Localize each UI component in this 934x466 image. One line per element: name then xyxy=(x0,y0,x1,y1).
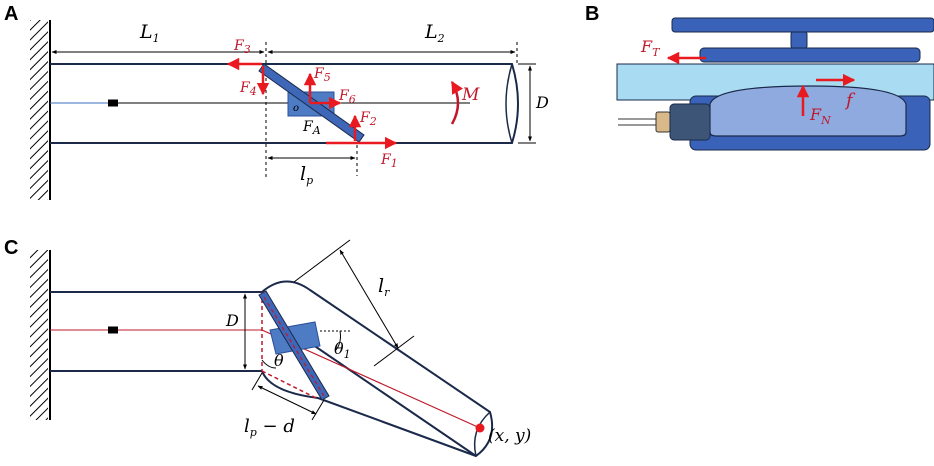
label-lp-d-1: lp − d xyxy=(244,416,295,439)
panel-c: C xyxy=(4,237,531,458)
beam-fixed-section-c xyxy=(50,291,262,372)
dimension-D-a xyxy=(518,63,536,144)
clamp-knob xyxy=(790,31,808,49)
panel-a: A L1 L2 xyxy=(4,3,549,200)
label-FT: FT xyxy=(640,37,661,59)
plate-dashed-line-c xyxy=(263,296,325,397)
label-F1: F1 xyxy=(380,152,398,170)
label-F4: F4 xyxy=(239,80,257,98)
panel-a-letter: A xyxy=(4,3,18,25)
label-D-a: D xyxy=(535,93,549,112)
label-F5: F5 xyxy=(313,66,331,84)
clamp-upper-jaw xyxy=(699,47,921,63)
label-lp: lp xyxy=(300,163,313,187)
label-F3: F3 xyxy=(233,38,251,56)
wall-c xyxy=(30,250,51,420)
beam-rotated-section-c xyxy=(261,280,494,458)
moment-arrow xyxy=(450,80,464,125)
label-o: o xyxy=(293,103,299,114)
label-theta1: θ1 xyxy=(334,339,351,361)
label-lr: lr xyxy=(378,275,390,299)
angle-theta-arc xyxy=(261,359,277,369)
label-L2: L2 xyxy=(424,21,445,45)
tip-point xyxy=(475,423,485,433)
panel-b-letter: B xyxy=(585,3,599,25)
wall-a xyxy=(30,20,51,200)
label-theta: θ xyxy=(274,351,284,370)
label-M: M xyxy=(461,85,480,105)
dimension-lr xyxy=(293,239,415,367)
force-arrows-b xyxy=(666,51,856,116)
panel-c-letter: C xyxy=(4,237,18,259)
panel-b: B FT FN f xyxy=(585,3,934,151)
cable-connector xyxy=(618,103,711,141)
dimension-lengths xyxy=(51,42,518,180)
sensor-pad-b xyxy=(709,85,907,137)
label-F2: F2 xyxy=(359,110,377,128)
label-D-c: D xyxy=(225,311,239,330)
label-F6: F6 xyxy=(338,88,356,106)
label-FA: FA xyxy=(302,119,321,137)
beam-tube-a xyxy=(50,63,519,144)
label-xy: (x, y) xyxy=(488,426,531,446)
angle-theta1-arc xyxy=(335,330,341,351)
dimension-lp-d xyxy=(251,372,325,421)
clamp-top-plate xyxy=(671,17,934,33)
dimension-lp xyxy=(267,145,358,176)
center-wire-a xyxy=(50,99,470,107)
label-L1: L1 xyxy=(139,21,160,45)
label-FN: FN xyxy=(809,105,831,127)
force-arrows-a xyxy=(226,57,398,150)
